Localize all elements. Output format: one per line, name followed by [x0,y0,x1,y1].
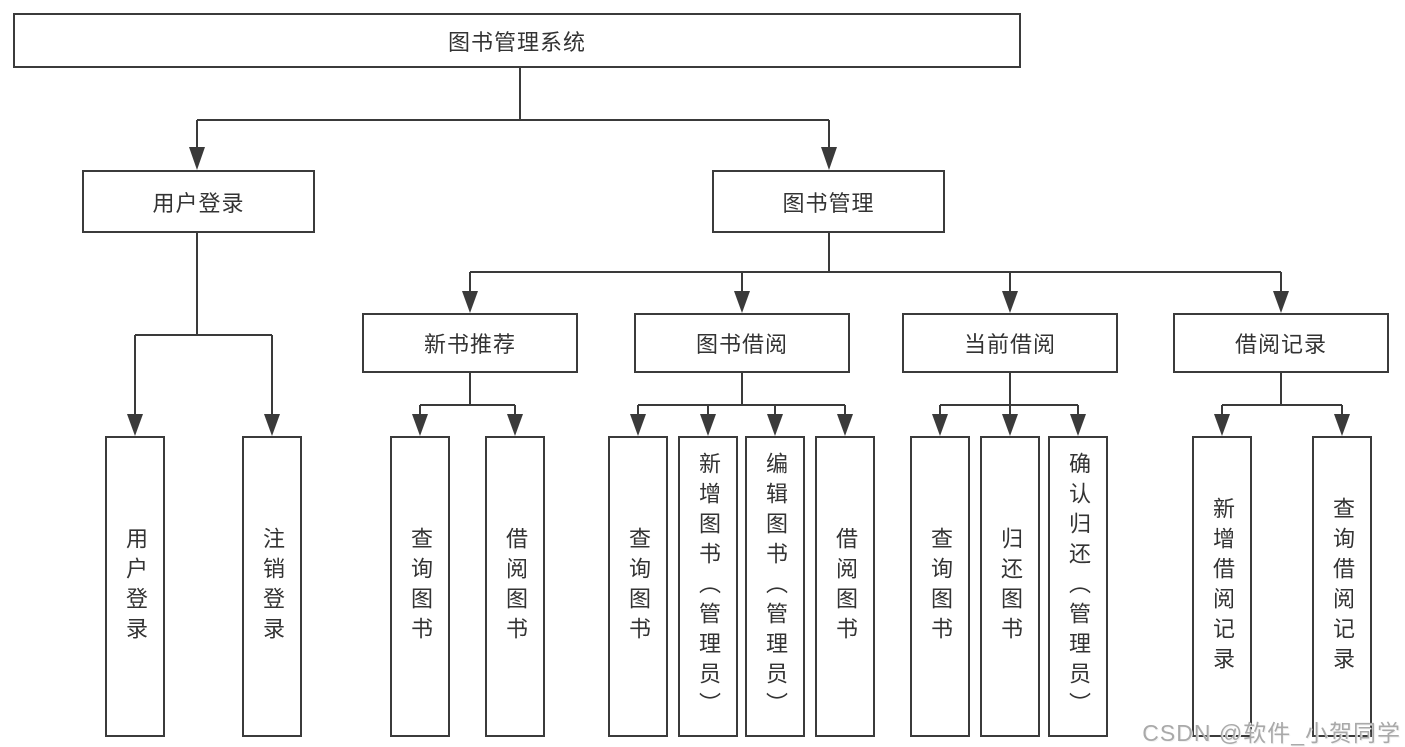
leaf-label: 用户登录 [123,526,148,647]
leaf-label: 归还图书 [998,526,1023,647]
leaf-label: 借阅图书 [833,526,858,647]
leaf-label: 注销登录 [260,526,285,647]
leaf-br-query-record: 查询借阅记录 [1312,436,1372,737]
node-book-management: 图书管理 [712,170,945,233]
leaf-logout: 注销登录 [242,436,302,737]
node-book-borrow: 图书借阅 [634,313,850,373]
node-current-borrow: 当前借阅 [902,313,1118,373]
leaf-label: 确认归还（管理员） [1066,451,1091,722]
leaf-label: 查询图书 [626,526,651,647]
node-new-book-recommend: 新书推荐 [362,313,578,373]
leaf-bb-add-books-admin: 新增图书（管理员） [678,436,738,737]
leaf-cb-confirm-return-admin: 确认归还（管理员） [1048,436,1108,737]
node-user-login: 用户登录 [82,170,315,233]
leaf-label: 查询图书 [928,526,953,647]
node-library-management-system: 图书管理系统 [13,13,1021,68]
leaf-label: 查询图书 [408,526,433,647]
leaf-label: 查询借阅记录 [1330,496,1355,677]
leaf-nb-query-books: 查询图书 [390,436,450,737]
leaf-cb-return-books: 归还图书 [980,436,1040,737]
leaf-label: 新增借阅记录 [1210,496,1235,677]
node-borrow-records: 借阅记录 [1173,313,1389,373]
leaf-label: 借阅图书 [503,526,528,647]
watermark: CSDN @软件_小贺同学 [1142,720,1401,746]
leaf-bb-query-books: 查询图书 [608,436,668,737]
leaf-label: 编辑图书（管理员） [763,451,788,722]
leaf-br-add-record: 新增借阅记录 [1192,436,1252,737]
leaf-label: 新增图书（管理员） [696,451,721,722]
leaf-nb-borrow-books: 借阅图书 [485,436,545,737]
leaf-cb-query-books: 查询图书 [910,436,970,737]
leaf-user-login: 用户登录 [105,436,165,737]
leaf-bb-borrow-books: 借阅图书 [815,436,875,737]
leaf-bb-edit-books-admin: 编辑图书（管理员） [745,436,805,737]
